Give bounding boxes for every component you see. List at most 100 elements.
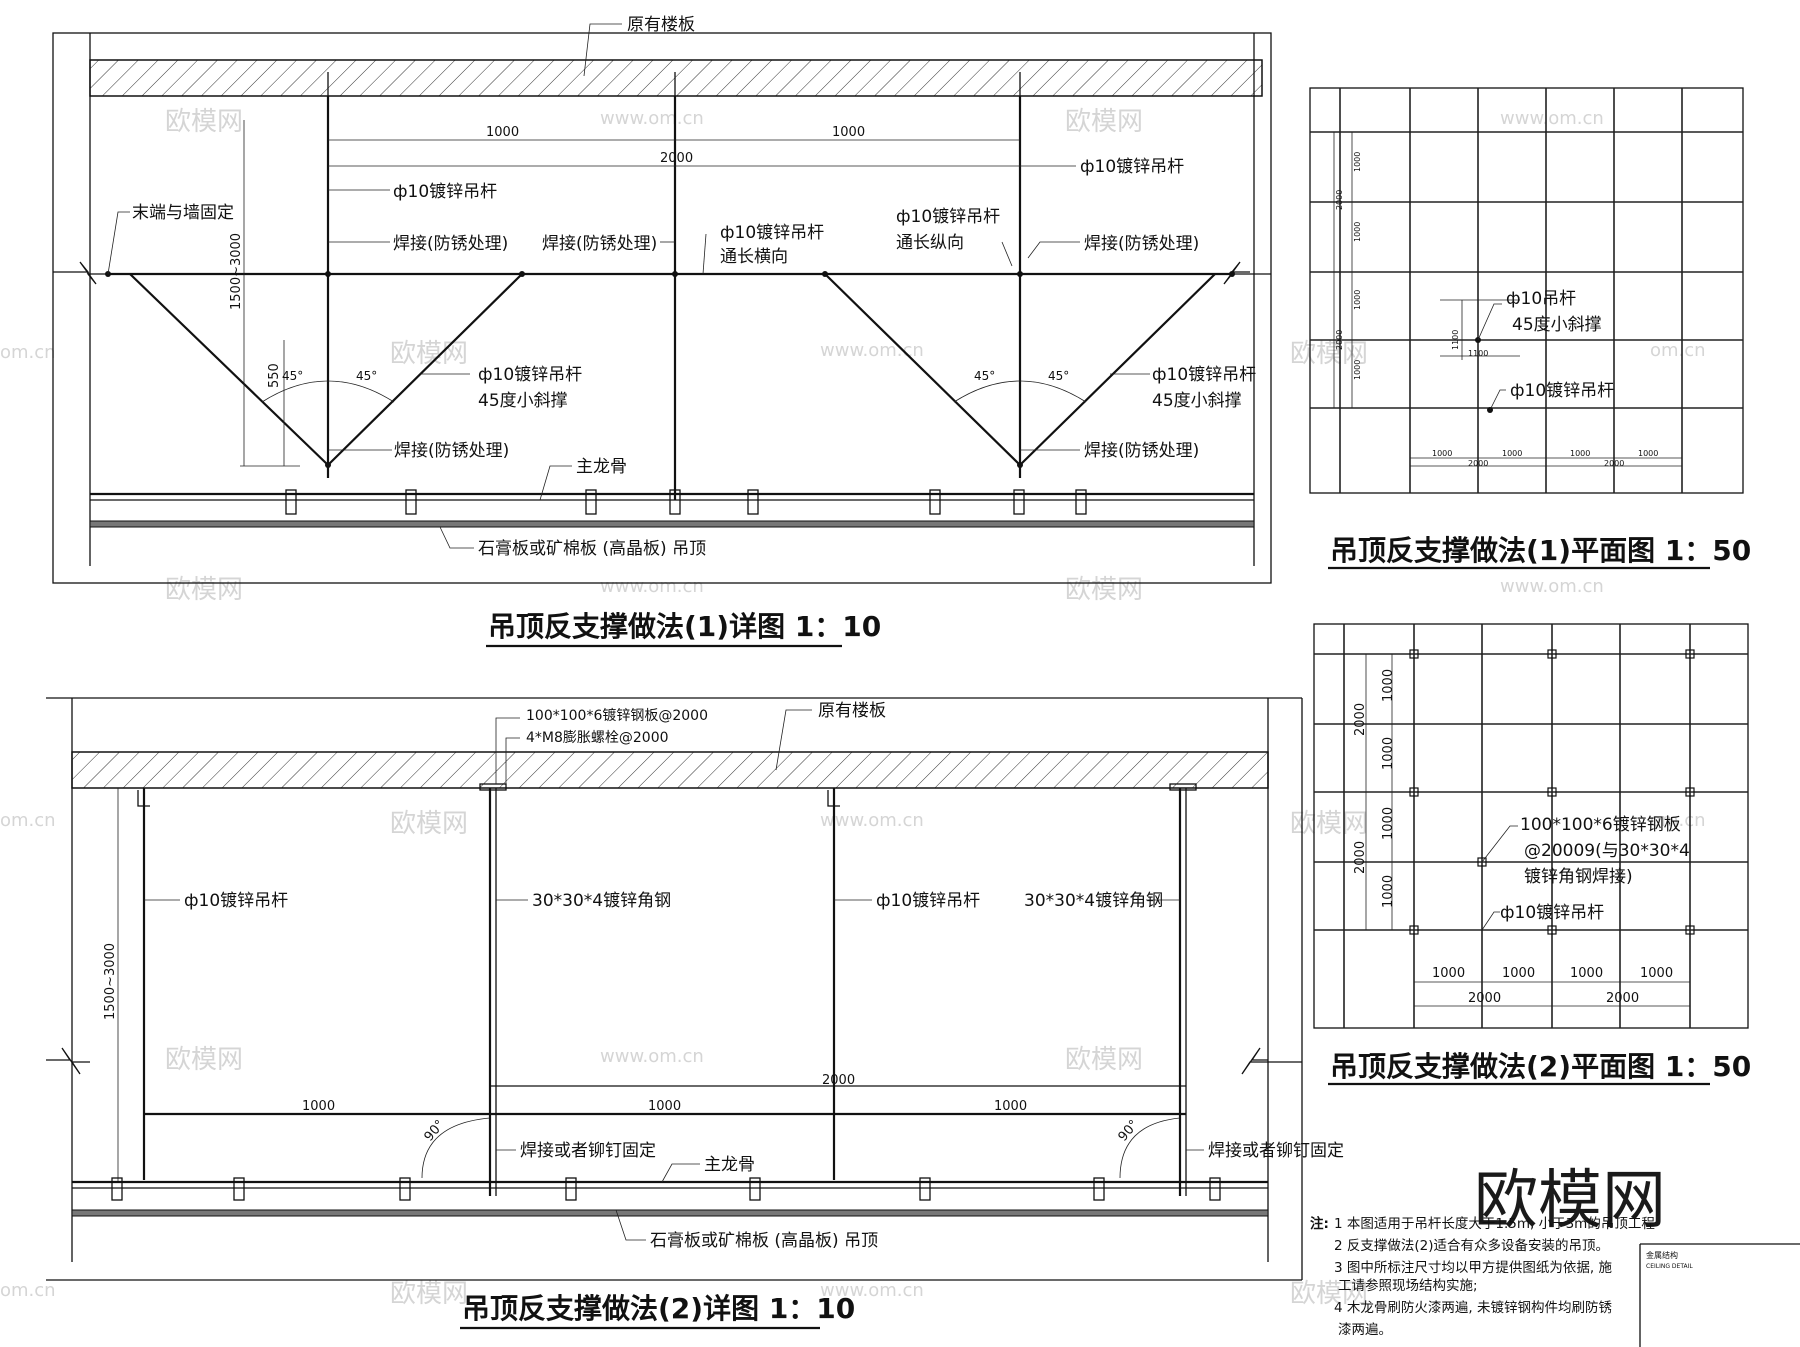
watermark-url: om.cn <box>1650 340 1706 361</box>
watermark-url: www.om.cn <box>1500 576 1604 597</box>
plan1-dim-v: 1000 <box>1353 152 1362 172</box>
break-mark <box>46 1047 90 1075</box>
ceiling-board <box>89 520 1255 528</box>
label-brace-left-1: ф10镀锌吊杆 <box>478 365 582 385</box>
plan2-label-rod: ф10镀锌吊杆 <box>1500 903 1604 923</box>
plan1-label-brace: 45度小斜撑 <box>1512 315 1602 335</box>
plan1-dim-h: 1000 <box>1638 449 1658 458</box>
plan1-dim-h-total: 2000 <box>1604 459 1624 468</box>
plan2-dim-v: 1000 <box>1381 669 1396 702</box>
plan1-dim-v: 1000 <box>1353 290 1362 310</box>
stamp-line1: 金属结构 <box>1646 1250 1678 1260</box>
plan1-title: 吊顶反支撑做法(1)平面图 1：50 <box>1330 534 1751 567</box>
leader-lines <box>144 709 1204 1241</box>
plan1-dim-h: 1000 <box>1502 449 1522 458</box>
watermark-url: www.om.cn <box>820 340 924 361</box>
label-weld-bottom-right: 焊接(防锈处理) <box>1084 441 1199 461</box>
plan1-dim-v: 1000 <box>1353 222 1362 242</box>
plan1-label-rod2: ф10镀锌吊杆 <box>1510 381 1614 401</box>
plan2-dim-v-total: 2000 <box>1353 703 1368 736</box>
angle-label: 90° <box>1116 1117 1142 1144</box>
plan1-dim-h: 1000 <box>1432 449 1452 458</box>
watermark-url: www.om.cn <box>600 108 704 129</box>
detail2-section: 90° 90° 1000 1000 1000 2000 1500~3000 <box>46 697 1344 1281</box>
label-rod-right: ф10镀锌吊杆 <box>1080 157 1184 177</box>
dim-brace-height: 550 <box>267 363 282 388</box>
plan1-dim-v: 1000 <box>1353 360 1362 380</box>
angle-label: 90° <box>422 1117 448 1144</box>
watermark-brand: 欧模网 <box>390 1279 468 1309</box>
watermark-brand: 欧模网 <box>1065 1045 1143 1075</box>
title-stamp: 金属结构 CEILING DETAIL <box>1639 1243 1800 1347</box>
anchor-plates <box>137 783 1197 807</box>
label-ceiling-board: 石膏板或矿棉板 (高晶板) 吊顶 <box>650 1230 878 1251</box>
detail2-slab <box>71 751 1269 789</box>
plan1-grid <box>1310 88 1743 493</box>
leader-line <box>1489 389 1506 411</box>
detail2-title: 吊顶反支撑做法(2)详图 1：10 <box>462 1292 855 1325</box>
plan1-section: ф10吊杆 45度小斜撑 ф10镀锌吊杆 1000 1000 1000 1000… <box>1309 87 1744 494</box>
label-plate: 100*100*6镀锌钢板@2000 <box>526 707 708 724</box>
dim-d3: 1000 <box>994 1099 1027 1114</box>
plan2-dim-v: 1000 <box>1381 807 1396 840</box>
plan2-dim-h-total: 2000 <box>1606 991 1639 1006</box>
watermark-brand: 欧模网 <box>1065 575 1143 605</box>
note-4a: 4 木龙骨刷防火漆两遍, 未镀锌钢构件均刷防锈 <box>1334 1299 1612 1316</box>
watermark-brand: 欧模网 <box>165 107 243 137</box>
dim-d2: 1000 <box>648 1099 681 1114</box>
plan2-grid <box>1314 624 1748 1028</box>
note-1: 1 本图适用于吊杆长度大于1.5m, 小于3m的吊顶工程 <box>1334 1216 1655 1232</box>
watermark-brand: 欧模网 <box>165 1045 243 1075</box>
label-weld-bottom-left: 焊接(防锈处理) <box>394 441 509 461</box>
watermarks: 欧模网 www.om.cn 欧模网 www.om.cn om.cn 欧模网 ww… <box>0 107 1706 1309</box>
angle-arc <box>953 380 1087 403</box>
plan2-dim-h: 1000 <box>1640 966 1673 981</box>
dim-height: 1500~3000 <box>229 233 244 310</box>
dim-span-left: 1000 <box>486 125 519 140</box>
watermark-brand: 欧模网 <box>1290 1279 1368 1309</box>
plan1-dim-h: 1000 <box>1570 449 1590 458</box>
label-rod-trans-2: 通长横向 <box>720 247 788 267</box>
detail1-title: 吊顶反支撑做法(1)详图 1：10 <box>488 610 881 643</box>
label-brace-right-1: ф10镀锌吊杆 <box>1152 365 1256 385</box>
angle-label: 45° <box>974 369 995 383</box>
leader-line <box>1477 303 1502 341</box>
plan1-dim-brace: 1100 <box>1451 330 1460 350</box>
label-wall-fix: 末端与墙固定 <box>132 203 234 223</box>
watermark-url: www.om.cn <box>600 576 704 597</box>
label-rod-left: ф10镀锌吊杆 <box>393 182 497 202</box>
watermark-url: www.om.cn <box>820 1280 924 1301</box>
leader-line <box>1481 911 1500 931</box>
plan1-frame <box>1309 87 1744 494</box>
weld-points <box>105 271 1235 468</box>
angle-label: 45° <box>282 369 303 383</box>
label-angle1: 30*30*4镀锌角钢 <box>532 891 671 911</box>
leader-lines <box>107 23 1150 549</box>
note-3a: 3 图中所标注尺寸均以甲方提供图纸为依据, 施 <box>1334 1260 1612 1276</box>
label-rod-long-1: ф10镀锌吊杆 <box>896 207 1000 227</box>
label-slab: 原有楼板 <box>818 701 886 721</box>
dim-span-total: 2000 <box>660 151 693 166</box>
note-4b: 漆两遍。 <box>1338 1322 1392 1338</box>
leader-line <box>1481 825 1518 863</box>
plan2-frame <box>1313 623 1749 1029</box>
plan2-label-plate-2: @20009(与30*30*4 <box>1524 841 1690 861</box>
label-fix-right: 焊接或者铆钉固定 <box>1208 1141 1344 1161</box>
plan2-dim-v-total: 2000 <box>1353 841 1368 874</box>
plan1-dim-brace: 1100 <box>1468 349 1488 358</box>
angle-label: 45° <box>1048 369 1069 383</box>
notes-head: 注: <box>1310 1215 1329 1232</box>
plan2-dim-h-total: 2000 <box>1468 991 1501 1006</box>
plan2-section: 100*100*6镀锌钢板 @20009(与30*30*4 镀锌角钢焊接) ф1… <box>1313 623 1749 1029</box>
plan2-dim-v: 1000 <box>1381 737 1396 770</box>
watermark-url: om.cn <box>0 1280 56 1301</box>
plan2-dim-h: 1000 <box>1502 966 1535 981</box>
keel-clips <box>111 1177 1221 1201</box>
dim-height: 1500~3000 <box>103 943 118 1020</box>
label-bolt: 4*M8膨胀螺栓@2000 <box>526 729 669 746</box>
label-slab: 原有楼板 <box>627 15 695 35</box>
label-brace-right-2: 45度小斜撑 <box>1152 391 1242 411</box>
label-ceiling-board: 石膏板或矿棉板 (高晶板) 吊顶 <box>478 538 706 559</box>
angle-label: 45° <box>356 369 377 383</box>
dim-total: 2000 <box>822 1073 855 1088</box>
